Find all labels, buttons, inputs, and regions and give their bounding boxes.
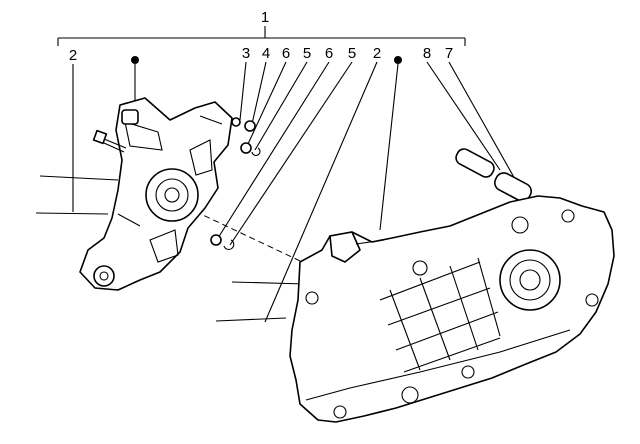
callout-2-left: 2	[69, 47, 77, 64]
washers-and-rings	[210, 117, 261, 250]
dowel-pins	[455, 148, 532, 202]
callout-1: 1	[261, 9, 269, 26]
callout-labels: 1 2 3 4 6 5 6 5 2 8 7	[69, 9, 453, 64]
left-crankcase-half	[79, 97, 233, 291]
assembly-bracket	[57, 26, 466, 46]
callout-2-right: 2	[373, 45, 381, 62]
leader-lines	[72, 61, 521, 323]
callout-8: 8	[423, 45, 431, 62]
callout-7: 7	[445, 45, 453, 62]
callout-6-right: 6	[325, 45, 333, 62]
callout-6-left: 6	[282, 45, 290, 62]
bolt	[92, 129, 127, 153]
marker-dot-left	[131, 56, 139, 64]
callout-5-left: 5	[303, 45, 311, 62]
stud-bolts-center	[215, 281, 306, 322]
main-crankcase	[289, 195, 615, 423]
callout-4: 4	[262, 45, 270, 62]
marker-dot-right	[394, 56, 402, 64]
callout-3: 3	[242, 45, 250, 62]
callout-5-right: 5	[348, 45, 356, 62]
stud-bolts-left	[35, 175, 119, 215]
